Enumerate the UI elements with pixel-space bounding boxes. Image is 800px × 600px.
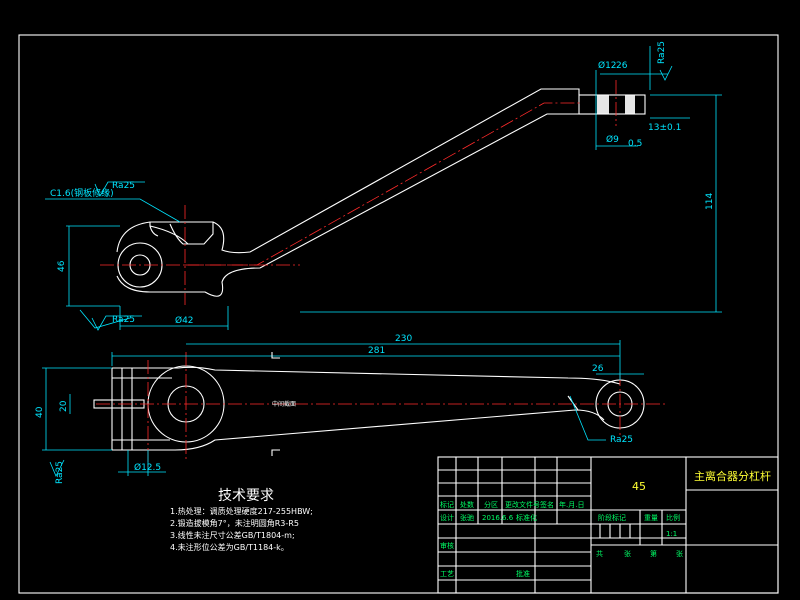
rough-symbol-bl	[91, 315, 142, 331]
plan-dim-20-label: 20	[59, 400, 69, 412]
dim-chamfer: C1.6(钢板修缘)	[50, 187, 114, 199]
side-view	[45, 46, 722, 331]
plan-dim-rough-left: Ra25	[55, 461, 65, 484]
top-pad-hatch	[597, 95, 609, 114]
dim-top-rough: Ra25	[657, 41, 667, 64]
dim-top-thread: 13±0.1	[648, 123, 681, 133]
tb-label-date: 年.月.日	[559, 500, 584, 509]
plan-dim-rough-right: Ra25	[610, 435, 633, 445]
tech-item-3: 3.线性未注尺寸公差GB/T1804-m;	[170, 530, 295, 540]
dim-top-small: Ø9	[606, 134, 619, 145]
plan-dim-12-label: Ø12.5	[134, 462, 161, 473]
tb-sheet-2: 张	[624, 549, 631, 558]
tech-item-2: 2.锻造拔模角7°，未注明圆角R3-R5	[170, 518, 299, 528]
dim-rough-bl: Ra25	[112, 315, 135, 325]
dim-top-depth: 26	[616, 61, 628, 71]
tech-item-1: 1.热处理：调质处理硬度217-255HBW;	[170, 506, 313, 516]
tech-title: 技术要求	[218, 488, 274, 504]
lever-outline-lower	[116, 113, 579, 297]
tb-designer-label: 设计	[440, 513, 454, 522]
tb-weight-label: 重量	[644, 514, 658, 522]
tb-part-name: 主离合器分杠杆	[694, 469, 771, 483]
top-pad-hatch-2	[625, 95, 635, 114]
tb-standard: 标准化	[516, 513, 537, 522]
top-pad	[578, 94, 646, 115]
tb-label-sign: 签名	[540, 500, 554, 509]
lever-inner-line-c	[149, 225, 159, 237]
rough-symbol-top	[659, 65, 673, 81]
leader-chamfer	[45, 198, 181, 223]
tb-review-label: 审核	[440, 541, 454, 550]
drawing-border	[18, 34, 779, 594]
plan-center-label: 中间截面	[272, 400, 296, 408]
dim-114: 114	[705, 193, 715, 210]
tb-label-count: 处数	[460, 500, 474, 509]
plan-dim-230-label: 230	[395, 334, 412, 344]
dim-top-angle: Ø12	[598, 60, 617, 71]
plan-dim-26-label: 26	[592, 364, 604, 374]
plan-leader-right	[569, 395, 606, 441]
tb-designer: 张驰	[460, 513, 474, 522]
tb-sheet-3: 第	[650, 549, 657, 558]
leader-rough-bl	[79, 309, 131, 329]
lever-inner-line-a	[149, 222, 189, 245]
dim-rough-tl: Ra25	[112, 181, 135, 191]
tb-material: 45	[632, 480, 646, 493]
tb-approve-label: 批准	[516, 569, 530, 578]
tb-scale: 1:1	[666, 530, 677, 538]
plan-dim-40-label: 40	[35, 406, 45, 418]
dim-top-tol: 0.5	[628, 139, 642, 149]
lever-inner-line-b	[169, 222, 214, 245]
title-block	[437, 456, 779, 594]
tb-label-zone: 分区	[484, 500, 498, 509]
plan-view	[42, 340, 665, 477]
plan-outline-lower	[112, 409, 605, 451]
plan-dim-281-label: 281	[368, 346, 385, 356]
plan-section-mark-top	[271, 352, 280, 359]
plan-outline-upper	[112, 366, 621, 385]
tb-sheet-4: 张	[676, 549, 683, 558]
tb-label-mark: 标记	[440, 500, 454, 509]
tb-stage-label: 阶段标记	[598, 513, 626, 522]
tech-item-4: 4.未注形位公差为GB/T1184-k。	[170, 542, 289, 552]
tb-date: 2016.6.6	[482, 514, 514, 522]
tb-scale-label: 比例	[666, 513, 680, 522]
centerline-arm	[185, 102, 580, 266]
tb-label-docno: 更改文件号	[505, 500, 540, 509]
dim-46: 46	[57, 260, 67, 272]
lever-outline-upper	[116, 88, 580, 254]
plan-section-mark-bottom	[271, 449, 280, 456]
rough-symbol-tl	[94, 181, 145, 197]
tb-sheet-1: 共	[596, 549, 603, 558]
tb-process-label: 工艺	[440, 570, 454, 578]
dim-42: Ø42	[175, 315, 194, 326]
plan-rough-left	[49, 459, 65, 477]
